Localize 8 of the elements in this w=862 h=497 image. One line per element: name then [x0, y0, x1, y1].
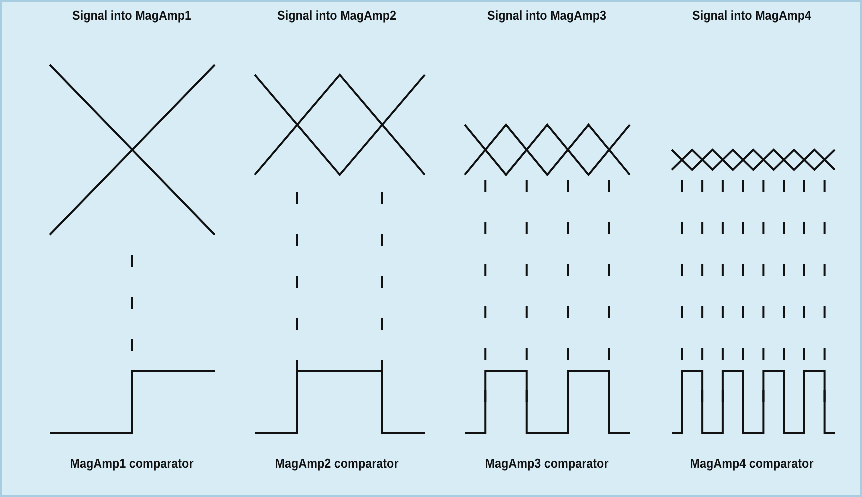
caption-text: Signal into MagAmp3 — [486, 8, 608, 23]
caption-text: Signal into MagAmp2 — [276, 8, 398, 23]
caption-text: MagAmp2 comparator — [274, 456, 400, 471]
caption-text: Signal into MagAmp1 — [72, 8, 192, 23]
caption-text: MagAmp3 comparator — [484, 456, 610, 471]
caption-text: MagAmp4 comparator — [689, 456, 815, 471]
caption-text: Signal into MagAmp4 — [692, 8, 812, 23]
caption-text: MagAmp1 comparator — [69, 456, 195, 471]
